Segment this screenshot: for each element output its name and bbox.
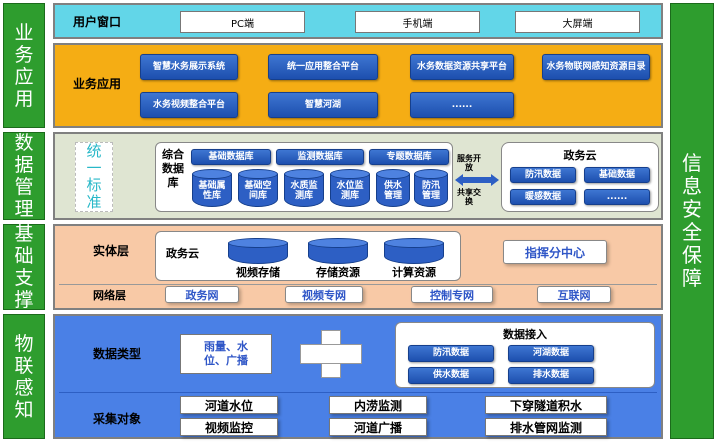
storage-label: 视频存储 — [236, 266, 280, 279]
app-iot-catalog: 水务物联网感知资源目录 — [542, 54, 650, 80]
user-window-layer: 用户窗口 PC端 手机端 大屏端 — [53, 3, 663, 39]
storage-label: 存储资源 — [316, 266, 360, 279]
app-smart-river: 智慧河湖 — [268, 92, 378, 118]
unified-standard-box: 统一标准 — [75, 142, 113, 212]
command-center-button: 指挥分中心 — [503, 240, 607, 264]
cyl-basic-attr: 基础属性库 — [192, 169, 232, 207]
storage-resource — [308, 238, 368, 264]
collect-tunnel: 下穿隧道积水 — [485, 396, 607, 414]
cyl-label: 基础属性库 — [198, 181, 226, 201]
comprehensive-db-label: 综合数据库 — [162, 148, 184, 189]
app-data-sharing: 水务数据资源共享平台 — [410, 54, 514, 80]
app-more: ...... — [410, 92, 514, 118]
access-supply: 供水数据 — [408, 367, 494, 384]
user-item-pc: PC端 — [180, 11, 305, 33]
data-access-box: 数据接入 防汛数据 河湖数据 供水数据 排水数据 — [395, 322, 655, 388]
left-bar-label: 业务应用 — [14, 21, 34, 110]
data-access-title: 数据接入 — [503, 328, 547, 341]
access-flood: 防汛数据 — [408, 345, 494, 362]
lib-monitor: 监测数据库 — [276, 149, 364, 165]
user-window-label: 用户窗口 — [73, 14, 122, 29]
cyl-label: 水位监测库 — [336, 181, 364, 201]
network-layer-label: 网络层 — [93, 289, 126, 302]
collect-divider — [59, 392, 657, 393]
right-bar-security: 信息安全保障 — [670, 3, 714, 439]
share-exchange-label: 共享交换 — [457, 188, 481, 206]
user-item-screen: 大屏端 — [515, 11, 640, 33]
iot-layer: 数据类型 雨量、水位、广播 数据接入 防汛数据 河湖数据 供水数据 排水数据 采… — [53, 314, 663, 439]
left-bar-iot: 物联感知 — [3, 314, 45, 439]
gov-data-flood: 防汛数据 — [510, 167, 576, 183]
storage-video — [228, 238, 288, 264]
cyl-label: 水质监测库 — [290, 181, 318, 201]
network-gov: 政务网 — [165, 286, 239, 303]
left-bar-label: 数据管理 — [14, 132, 34, 220]
support-layer: 实体层 政务云 视频存储 存储资源 计算资源 指挥分中心 网络层 政务网 视频专… — [53, 224, 663, 310]
support-gov-cloud-box: 政务云 视频存储 存储资源 计算资源 — [155, 231, 461, 281]
gov-data-more: ...... — [584, 189, 650, 205]
unified-standard-text: 统一标准 — [86, 142, 102, 211]
left-bar-data: 数据管理 — [3, 132, 45, 220]
storage-label: 计算资源 — [392, 266, 436, 279]
data-type-text: 雨量、水位、广播 — [204, 340, 248, 367]
lib-topic: 专题数据库 — [369, 149, 449, 165]
bidirectional-arrow-icon — [455, 174, 499, 186]
entity-layer-label: 实体层 — [93, 243, 130, 258]
comprehensive-db-box: 综合数据库 基础数据库 监测数据库 专题数据库 基础属性库 基础空间库 水质监测… — [155, 142, 453, 212]
left-bar-support: 基础支撑 — [3, 223, 45, 311]
plus-icon — [300, 330, 362, 378]
cyl-water-supply: 供水管理 — [376, 169, 410, 207]
collect-waterlogging: 内涝监测 — [329, 396, 427, 414]
business-label: 业务应用 — [73, 76, 122, 91]
left-bar-label: 物联感知 — [14, 332, 34, 421]
cyl-label: 基础空间库 — [244, 181, 272, 201]
cyl-flood-mgmt: 防汛管理 — [414, 169, 448, 207]
cyl-basic-space: 基础空间库 — [238, 169, 278, 207]
network-row — [59, 284, 657, 304]
cyl-label: 防汛管理 — [421, 181, 440, 201]
cyl-label: 供水管理 — [383, 181, 402, 201]
app-smart-display: 智慧水务展示系统 — [140, 54, 238, 80]
app-video-platform: 水务视频整合平台 — [140, 92, 238, 118]
storage-compute — [384, 238, 444, 264]
right-bar-label: 信息安全保障 — [682, 151, 702, 290]
app-unified-platform: 统一应用整合平台 — [268, 54, 378, 80]
data-type-box: 雨量、水位、广播 — [180, 334, 272, 374]
network-control: 控制专网 — [411, 286, 493, 303]
cyl-water-quality: 水质监测库 — [284, 169, 324, 207]
left-bar-business: 业务应用 — [3, 3, 45, 128]
collect-label: 采集对象 — [93, 411, 142, 426]
gov-data-sensing: 暖感数据 — [510, 189, 576, 205]
access-river: 河湖数据 — [508, 345, 594, 362]
gov-cloud-title: 政务云 — [563, 149, 597, 162]
cyl-water-level: 水位监测库 — [330, 169, 370, 207]
user-item-mobile: 手机端 — [355, 11, 480, 33]
gov-cloud-box: 政务云 防汛数据 基础数据 暖感数据 ...... — [501, 142, 659, 212]
access-drain: 排水数据 — [508, 367, 594, 384]
lib-basic: 基础数据库 — [191, 149, 271, 165]
data-type-label: 数据类型 — [93, 346, 142, 361]
left-bar-label: 基础支撑 — [14, 223, 34, 311]
collect-river-level: 河道水位 — [180, 396, 278, 414]
support-gov-cloud-label: 政务云 — [166, 247, 199, 260]
collect-broadcast: 河道广播 — [329, 418, 427, 436]
gov-data-basic: 基础数据 — [584, 167, 650, 183]
collect-video: 视频监控 — [180, 418, 278, 436]
service-open-label: 服务开放 — [457, 154, 481, 172]
network-video: 视频专网 — [285, 286, 363, 303]
network-internet: 互联网 — [537, 286, 611, 303]
data-mgmt-layer: 统一标准 综合数据库 基础数据库 监测数据库 专题数据库 基础属性库 基础空间库… — [53, 132, 663, 220]
collect-drain-network: 排水管网监测 — [485, 418, 607, 436]
business-layer: 业务应用 智慧水务展示系统 统一应用整合平台 水务数据资源共享平台 水务物联网感… — [53, 43, 663, 128]
